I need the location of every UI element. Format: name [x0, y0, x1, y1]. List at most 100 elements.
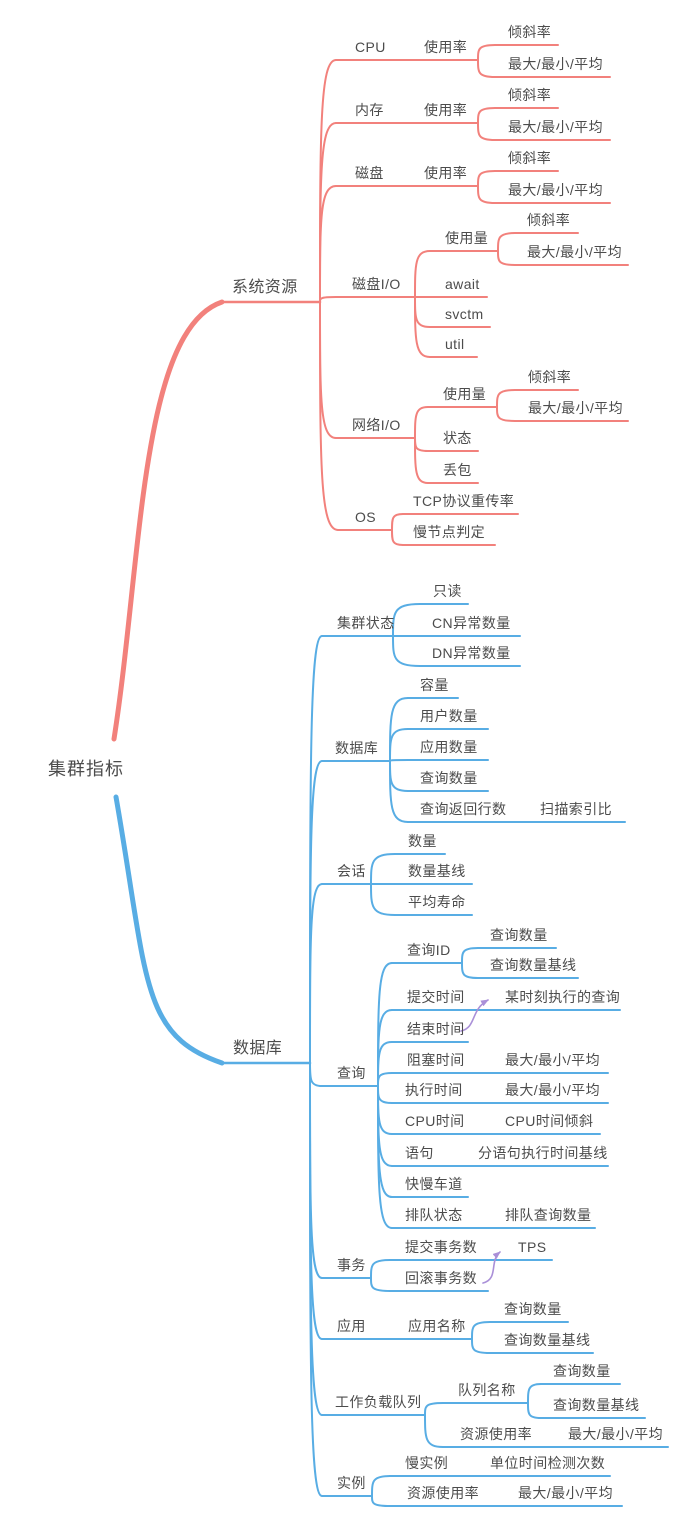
branch-curve	[424, 1414, 444, 1448]
node-application[interactable]: 应用	[337, 1318, 366, 1334]
node-unit-time-check-count[interactable]: 单位时间检测次数	[490, 1455, 606, 1471]
node-disk-usage-rate[interactable]: 使用率	[424, 165, 468, 181]
node-disk-io[interactable]: 磁盘I/O	[352, 276, 401, 292]
node-app-count[interactable]: 应用数量	[420, 739, 478, 755]
node-net-io-state[interactable]: 状态	[443, 430, 472, 446]
root-node[interactable]: 集群指标	[48, 759, 124, 779]
node-net-io[interactable]: 网络I/O	[352, 417, 401, 433]
node-read-only[interactable]: 只读	[433, 583, 462, 599]
node-cpu-time-skew[interactable]: CPU时间倾斜	[505, 1113, 594, 1129]
node-exec-time[interactable]: 执行时间	[405, 1082, 463, 1098]
node-cpu-usage-rate[interactable]: 使用率	[424, 39, 468, 55]
node-net-io-packet-loss[interactable]: 丢包	[443, 462, 472, 478]
node-system-resources[interactable]: 系统资源	[232, 279, 298, 296]
node-disk-io-skew[interactable]: 倾斜率	[527, 212, 571, 228]
node-capacity[interactable]: 容量	[420, 677, 449, 693]
node-os[interactable]: OS	[355, 509, 377, 525]
node-query[interactable]: 查询	[337, 1065, 366, 1081]
node-session[interactable]: 会话	[337, 863, 366, 879]
node-block-max-min-avg[interactable]: 最大/最小/平均	[505, 1052, 600, 1068]
branch-curve	[414, 296, 431, 358]
node-cpu-time[interactable]: CPU时间	[405, 1113, 465, 1129]
node-session-count[interactable]: 数量	[408, 833, 437, 849]
node-disk[interactable]: 磁盘	[355, 165, 384, 181]
node-query-return-rows[interactable]: 查询返回行数	[420, 801, 507, 817]
node-disk-io-await[interactable]: await	[445, 276, 480, 292]
node-application-name[interactable]: 应用名称	[408, 1318, 466, 1334]
node-session-avg-life[interactable]: 平均寿命	[408, 894, 466, 910]
node-disk-io-max-min-avg[interactable]: 最大/最小/平均	[527, 244, 622, 260]
node-query-id-count[interactable]: 查询数量	[490, 927, 548, 943]
node-mem-usage-rate[interactable]: 使用率	[424, 102, 468, 118]
node-tps[interactable]: TPS	[518, 1239, 547, 1255]
node-os-tcp-retrans[interactable]: TCP协议重传率	[413, 493, 515, 509]
branch-curve	[424, 1402, 444, 1416]
branch-curve	[377, 1085, 393, 1229]
node-submit-time[interactable]: 提交时间	[407, 989, 465, 1005]
node-net-io-skew[interactable]: 倾斜率	[528, 369, 572, 385]
node-scan-index-ratio[interactable]: 扫描索引比	[540, 801, 612, 817]
branch-curve	[461, 962, 479, 979]
node-block-time[interactable]: 阻塞时间	[407, 1052, 465, 1068]
node-wq-query-count[interactable]: 查询数量	[553, 1363, 611, 1379]
node-mem-skew[interactable]: 倾斜率	[508, 87, 552, 103]
node-app-query-count-baseline[interactable]: 查询数量基线	[504, 1332, 591, 1348]
relation-arrow-end-time-to-queries-at-moment[interactable]	[460, 999, 489, 1032]
branch-curve	[497, 232, 516, 252]
node-os-slow-node[interactable]: 慢节点判定	[413, 524, 485, 540]
node-net-io-usage[interactable]: 使用量	[443, 386, 487, 402]
node-inst-resource-usage[interactable]: 资源使用率	[407, 1485, 479, 1501]
node-dn-abnormal-count[interactable]: DN异常数量	[432, 645, 511, 661]
node-database[interactable]: 数据库	[233, 1040, 283, 1057]
node-rollback-txn-count[interactable]: 回滚事务数	[405, 1270, 477, 1286]
node-cpu-skew[interactable]: 倾斜率	[508, 24, 552, 40]
node-queue-name[interactable]: 队列名称	[458, 1382, 516, 1398]
node-inst-max-min-avg[interactable]: 最大/最小/平均	[518, 1485, 613, 1501]
node-instance[interactable]: 实例	[337, 1475, 366, 1491]
node-statement-exec-baseline[interactable]: 分语句执行时间基线	[478, 1145, 608, 1161]
node-commit-txn-count[interactable]: 提交事务数	[405, 1239, 477, 1255]
node-end-time[interactable]: 结束时间	[407, 1021, 465, 1037]
node-query-count[interactable]: 查询数量	[420, 770, 478, 786]
branch-curve	[371, 1495, 391, 1507]
node-statement[interactable]: 语句	[405, 1145, 434, 1161]
node-fast-slow-lane[interactable]: 快慢车道	[405, 1176, 463, 1192]
node-mem-max-min-avg[interactable]: 最大/最小/平均	[508, 119, 603, 135]
node-cluster-state[interactable]: 集群状态	[337, 615, 395, 631]
node-net-io-max-min-avg[interactable]: 最大/最小/平均	[528, 400, 623, 416]
node-app-query-count[interactable]: 查询数量	[504, 1301, 562, 1317]
node-disk-io-svctm[interactable]: svctm	[445, 306, 484, 322]
node-queries-at-moment[interactable]: 某时刻执行的查询	[505, 989, 621, 1005]
node-transaction[interactable]: 事务	[337, 1257, 366, 1273]
node-cpu[interactable]: CPU	[355, 39, 386, 55]
node-query-id[interactable]: 查询ID	[407, 942, 451, 958]
branch-curve	[497, 250, 516, 266]
node-workload-queue[interactable]: 工作负载队列	[335, 1394, 422, 1410]
node-disk-skew[interactable]: 倾斜率	[508, 150, 552, 166]
node-user-count[interactable]: 用户数量	[420, 708, 478, 724]
node-cn-abnormal-count[interactable]: CN异常数量	[432, 615, 511, 631]
node-exec-max-min-avg[interactable]: 最大/最小/平均	[505, 1082, 600, 1098]
node-queued-query-count[interactable]: 排队查询数量	[505, 1207, 592, 1223]
node-wq-resource-usage[interactable]: 资源使用率	[460, 1426, 532, 1442]
node-query-id-count-baseline[interactable]: 查询数量基线	[490, 957, 577, 973]
node-disk-io-usage[interactable]: 使用量	[445, 230, 489, 246]
node-wq-max-min-avg[interactable]: 最大/最小/平均	[568, 1426, 663, 1442]
node-disk-max-min-avg[interactable]: 最大/最小/平均	[508, 182, 603, 198]
node-session-count-baseline[interactable]: 数量基线	[408, 863, 466, 879]
node-memory[interactable]: 内存	[355, 102, 384, 118]
relation-arrow-rollback-to-tps[interactable]	[482, 1251, 501, 1284]
node-disk-io-util[interactable]: util	[445, 336, 465, 352]
branch-curve	[527, 1402, 542, 1419]
branch-curve	[309, 883, 323, 1064]
branch-curve	[370, 1259, 391, 1279]
node-slow-instance[interactable]: 慢实例	[405, 1455, 449, 1471]
branch-curve	[389, 760, 409, 823]
node-database-sub[interactable]: 数据库	[335, 740, 379, 756]
node-cpu-max-min-avg[interactable]: 最大/最小/平均	[508, 56, 603, 72]
node-queue-state[interactable]: 排队状态	[405, 1207, 463, 1223]
node-wq-query-count-baseline[interactable]: 查询数量基线	[553, 1397, 640, 1413]
